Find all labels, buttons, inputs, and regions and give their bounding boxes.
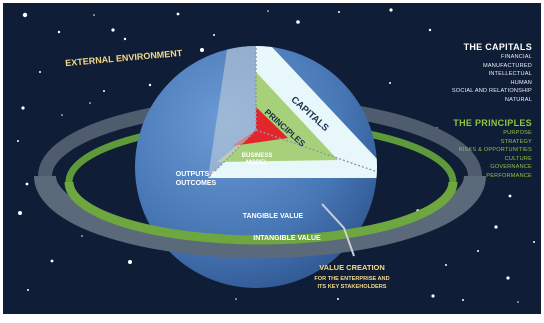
value-creation-title: VALUE CREATION [319,263,385,272]
capitals-item-financial: FINANCIAL [500,54,532,60]
principles-heading: THE PRINCIPLES [453,118,532,128]
capitals-item-manufactured: MANUFACTURED [482,62,532,69]
capitals-item-social-relationship: SOCIAL AND RELATIONSHIP [451,88,532,94]
capitals-item-human: HUMAN [510,79,532,86]
tangible-value-label: TANGIBLE VALUE [243,213,304,220]
business-model-label-line-1: BUSINESS [242,153,273,159]
value-creation-line-1: FOR THE ENTERPRISE AND [314,276,389,282]
capitals-heading: THE CAPITALS [463,42,532,52]
principles-item-purpose: PURPOSE [503,130,532,136]
principles-panel: THE PRINCIPLES PURPOSE STRATEGY RISKS & … [416,117,532,180]
principles-item-risks-opportunities: RISKS & OPPORTUNITIES [458,147,532,153]
business-model-core [232,107,288,146]
capitals-item-intellectual: INTELLECTUAL [488,71,532,77]
outputs-outcomes-label-line-2: OUTCOMES [176,180,217,187]
outputs-outcomes-label-line-1: OUTPUTS & [176,171,216,178]
cutaway-left-face [208,46,256,178]
value-creation-pointer [321,203,355,257]
value-creation-line-2: ITS KEY STAKEHOLDERS [317,284,386,290]
stars [17,8,535,303]
intangible-value-label: INTANGIBLE VALUE [253,235,321,242]
business-model-label-line-2: MODEL [246,160,268,166]
principles-item-governance: GOVERNANCE [490,164,532,170]
capitals-item-natural: NATURAL [504,96,532,103]
principles-item-performance: PERFORMANCE [486,172,532,179]
capitals-panel: THE CAPITALS FINANCIAL MANUFACTURED INTE… [416,41,532,104]
principles-item-culture: CULTURE [504,155,532,162]
rings-front [34,175,486,258]
principles-item-strategy: STRATEGY [500,138,532,145]
cutaway [207,46,377,179]
